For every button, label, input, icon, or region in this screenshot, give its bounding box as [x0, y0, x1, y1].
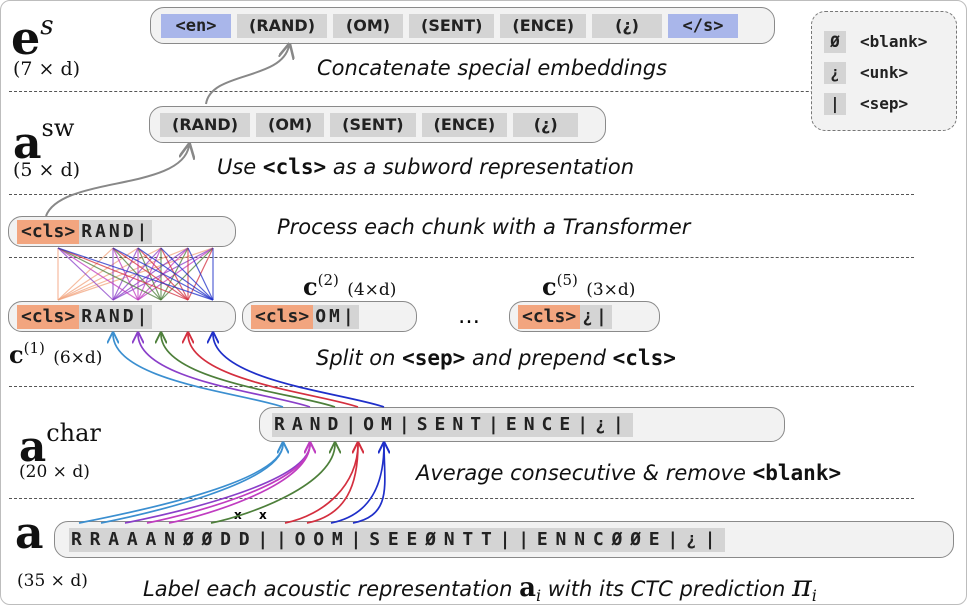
aggregation-arrow: [161, 334, 336, 408]
transformer-caption: Process each chunk with a Transformer: [277, 215, 691, 239]
attention-lines: [57, 247, 214, 301]
legend-label: <blank>: [860, 32, 928, 51]
chunk-ellipsis: …: [458, 304, 480, 329]
chunk-chars: ¿|: [582, 306, 610, 327]
aggregation-arrow: [124, 444, 310, 524]
attention-line: [160, 247, 214, 301]
achar-chars: RAND|OM|SENT|ENCE|¿|: [274, 414, 631, 435]
token-cell: (RAND): [160, 112, 250, 137]
attention-line: [57, 247, 189, 301]
token-cell: (¿): [513, 112, 579, 137]
chunk-c1: <cls> RAND|: [8, 301, 236, 332]
asw-sequence: (RAND)(OM)(SENT)(ENCE)(¿): [149, 106, 606, 143]
es-sequence: <en>(RAND)(OM)(SENT)(ENCE)(¿)</s>: [150, 7, 775, 44]
separator: [9, 257, 914, 258]
legend-label: <sep>: [860, 94, 909, 113]
attention-line: [137, 247, 214, 301]
legend-item-sep: | <sep>: [824, 88, 956, 119]
attention-line: [57, 247, 162, 301]
aggregation-arrow: [113, 334, 284, 408]
legend-box: Ø <blank> ¿ <unk> | <sep>: [811, 11, 957, 131]
token-cell: (ENCE): [500, 13, 587, 38]
removed-mark: x: [234, 508, 242, 522]
aggregation-arrow: [284, 444, 358, 524]
separator: [9, 498, 914, 499]
a-sequence: RRAAANØØDD||OOM|SEEØNTT||ENNCØØE|¿|: [54, 521, 954, 558]
achar-sequence: RAND|OM|SENT|ENCE|¿|: [259, 407, 785, 442]
blank-symbol-icon: Ø: [824, 30, 846, 53]
chunk-chars: RAND|: [81, 221, 151, 242]
cls-token: <cls>: [17, 304, 80, 329]
chunk-chars: RAND|: [81, 306, 151, 327]
es-dimension: (7 × d): [13, 58, 81, 80]
chunk-chars: OM|: [315, 306, 357, 327]
aggregation-arrow: [210, 444, 335, 524]
chunk-c2: <cls> OM|: [242, 301, 417, 332]
aggregation-arrow: [306, 444, 358, 524]
aggregation-arrow: [146, 444, 310, 524]
attention-line: [57, 247, 214, 301]
unk-symbol-icon: ¿: [824, 61, 846, 84]
attention-line: [187, 247, 214, 301]
aggregation-arrow: [188, 334, 359, 408]
token-cell: (ENCE): [421, 112, 508, 137]
separator: [9, 91, 914, 92]
a-symbol: a: [15, 508, 44, 559]
cls-token: <cls>: [518, 304, 581, 329]
token-cell: (SENT): [330, 112, 416, 137]
legend-item-unk: ¿ <unk>: [824, 57, 956, 88]
a-caption: Label each acoustic representation ai wi…: [143, 569, 817, 605]
asw-dimension: (5 × d): [13, 159, 81, 181]
aggregation-arrows: [78, 334, 385, 524]
attention-line: [112, 247, 214, 301]
arrow-asw-to-es: [205, 46, 289, 105]
achar-symbol: achar: [19, 419, 101, 471]
aggregation-arrow: [213, 334, 385, 408]
token-cell: (OM): [256, 112, 325, 137]
sep-symbol-icon: |: [824, 92, 846, 115]
a-chars: RRAAANØØDD||OOM|SEEØNTT||ENNCØØE|¿|: [71, 529, 724, 550]
attention-line: [112, 247, 189, 301]
token-cell: <en>: [161, 13, 231, 38]
token-cell: </s>: [668, 13, 739, 38]
achar-caption: Average consecutive & remove <blank>: [416, 461, 842, 485]
asw-symbol: asw: [13, 114, 75, 169]
attention-line: [57, 247, 114, 301]
es-caption: Concatenate special embeddings: [317, 56, 668, 80]
token-cell: (OM): [333, 13, 403, 38]
legend-item-blank: Ø <blank>: [824, 26, 956, 57]
a-dimension: (35 × d): [17, 571, 88, 591]
attention-line: [57, 247, 139, 301]
aggregation-arrow: [352, 444, 385, 524]
arrow-cls-to-asw: [45, 146, 189, 217]
removed-mark: x: [259, 508, 267, 522]
es-symbol: es: [11, 11, 54, 65]
transformer-chunk: <cls> RAND|: [8, 216, 236, 247]
chunk-c5: <cls> ¿|: [509, 301, 660, 332]
c2-label: c(2) (4×d): [303, 271, 397, 301]
legend-label: <unk>: [860, 63, 909, 82]
token-cell: (SENT): [409, 13, 495, 38]
c1-label: c(1) (6×d): [9, 339, 103, 369]
chunks-caption: Split on <sep> and prepend <cls>: [316, 346, 676, 370]
separator: [9, 194, 914, 195]
aggregation-arrow: [168, 444, 310, 524]
c5-label: c(5) (3×d): [542, 271, 636, 301]
token-cell: (¿): [592, 13, 663, 38]
asw-caption: Use <cls> as a subword representation: [217, 155, 635, 179]
achar-dimension: (20 × d): [19, 462, 90, 482]
token-cell: (RAND): [237, 13, 327, 38]
cls-token: <cls>: [251, 304, 314, 329]
cls-token: <cls>: [17, 219, 80, 244]
separator: [9, 386, 914, 387]
aggregation-arrow: [100, 444, 283, 524]
attention-line: [112, 247, 139, 301]
aggregation-arrow: [138, 334, 311, 408]
